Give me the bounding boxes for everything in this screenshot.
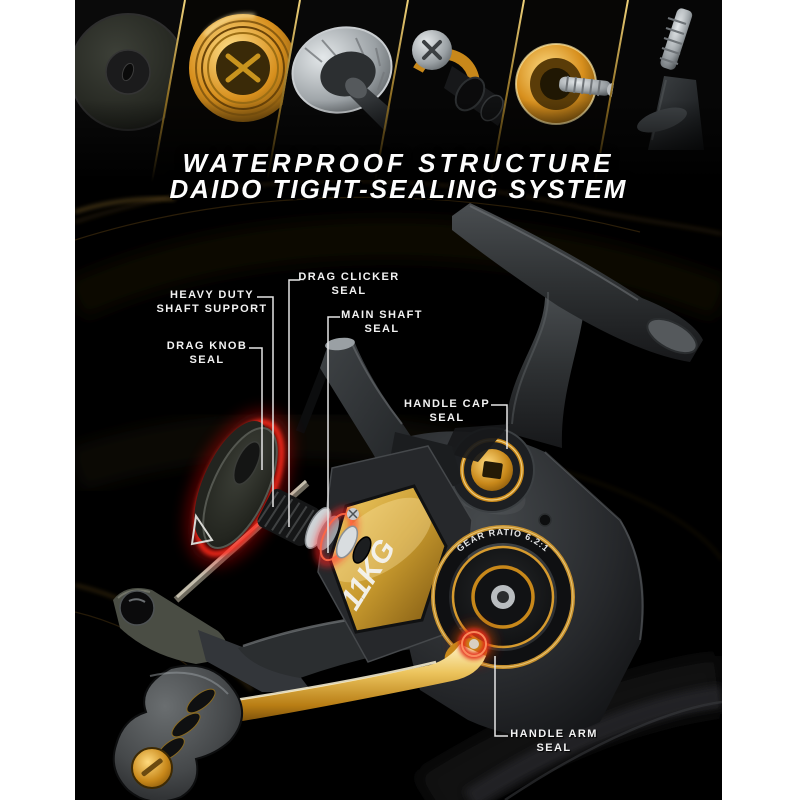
callout-drag-clicker-seal: DRAG CLICKER SEAL: [298, 271, 400, 297]
drag-knob-seal-line: [249, 347, 263, 470]
heavy-duty-shaft-support-line: [257, 296, 274, 507]
handle-arm: [190, 614, 504, 728]
reel-stem-t-bar: [452, 203, 703, 448]
spool: 11KG: [317, 432, 473, 663]
callout-drag-knob-seal: DRAG KNOB SEAL: [166, 340, 248, 366]
handle-arm-seal-line: [494, 656, 508, 737]
parts-photo-strip: [75, 0, 722, 183]
handle-cap: [444, 424, 535, 513]
drag-clicker-seal-line: [288, 279, 304, 527]
handle-knob: [112, 664, 243, 800]
headline-line-1: WATERPROOF STRUCTURE: [182, 148, 615, 178]
headline-line-2: DAIDO TIGHT-SEALING SYSTEM: [169, 174, 628, 204]
reel-assembly: 11KG: [112, 203, 703, 800]
strip-divider-lines: [151, 0, 629, 183]
callout-handle-arm-seal: HANDLE ARM SEAL: [510, 728, 598, 754]
callout-main-shaft-seal: MAIN SHAFT SEAL: [341, 309, 423, 335]
callout-handle-cap-seal: HANDLE CAP SEAL: [403, 398, 491, 424]
handle-cap-seal-line: [491, 404, 508, 449]
callout-lines: [249, 279, 508, 737]
main-shaft-seal-line: [327, 316, 340, 553]
reel-photo: 11KG: [75, 0, 722, 800]
callout-heavy-duty-shaft-support: HEAVY DUTY SHAFT SUPPORT: [156, 289, 268, 315]
spool-gold-window: [330, 486, 446, 632]
photo-canvas: 11KG: [75, 0, 722, 800]
